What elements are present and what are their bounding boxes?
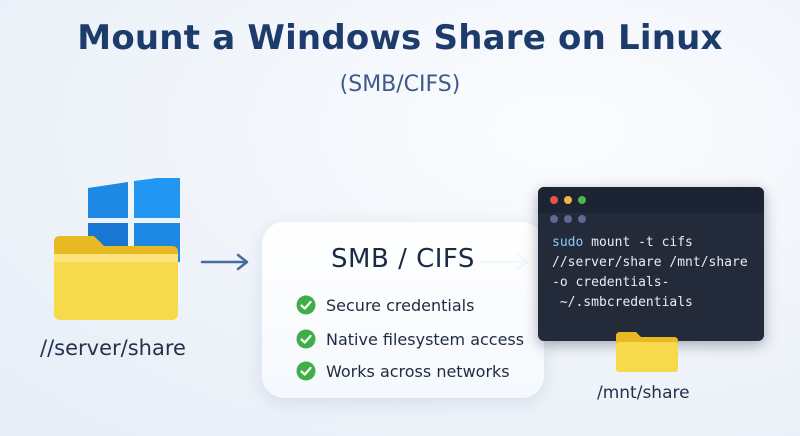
feature-item: Works across networks — [296, 360, 510, 382]
terminal-line: -o credentials- — [552, 275, 669, 290]
check-circle-icon — [296, 329, 316, 349]
feature-item: Secure credentials — [296, 294, 474, 316]
feature-label: Secure credentials — [326, 295, 475, 315]
protocol-title: SMB / CIFS — [331, 244, 475, 274]
feature-label: Works across networks — [326, 361, 510, 381]
terminal-line: ~/.smbcredentials — [552, 295, 693, 310]
page-title: Mount a Windows Share on Linux — [77, 18, 723, 58]
command-keyword: sudo — [552, 235, 584, 250]
target-folder-icon — [616, 332, 678, 372]
source-share-label: //server/share — [40, 336, 186, 360]
command-text: -o credentials- — [552, 275, 670, 290]
page-subtitle: (SMB/CIFS) — [339, 72, 461, 97]
protocol-panel: SMB / CIFS Secure credentials Native fil… — [262, 222, 544, 398]
tab-dot-icon — [550, 215, 558, 223]
arrow-right-icon — [200, 253, 249, 271]
check-circle-icon — [296, 295, 316, 315]
close-dot-icon — [550, 196, 558, 204]
feature-item: Native filesystem access — [296, 328, 524, 350]
check-circle-icon — [296, 361, 316, 381]
feature-label: Native filesystem access — [326, 329, 525, 349]
command-text: //server/share /mnt/share — [552, 255, 748, 270]
command-text: mount -t cifs — [583, 235, 693, 250]
terminal-line: sudo mount -t cifs — [552, 235, 693, 250]
terminal-line: //server/share /mnt/share — [552, 255, 748, 270]
terminal-window: sudo mount -t cifs //server/share /mnt/s… — [538, 187, 764, 341]
tab-dot-icon — [564, 215, 572, 223]
mount-point-label: /mnt/share — [597, 383, 690, 403]
maximize-dot-icon — [578, 196, 586, 204]
terminal-tab-bar — [538, 213, 764, 227]
source-folder-icon — [54, 236, 178, 320]
minimize-dot-icon — [564, 196, 572, 204]
tab-dot-icon — [578, 215, 586, 223]
command-text: ~/.smbcredentials — [552, 295, 693, 310]
terminal-title-bar — [538, 187, 764, 213]
